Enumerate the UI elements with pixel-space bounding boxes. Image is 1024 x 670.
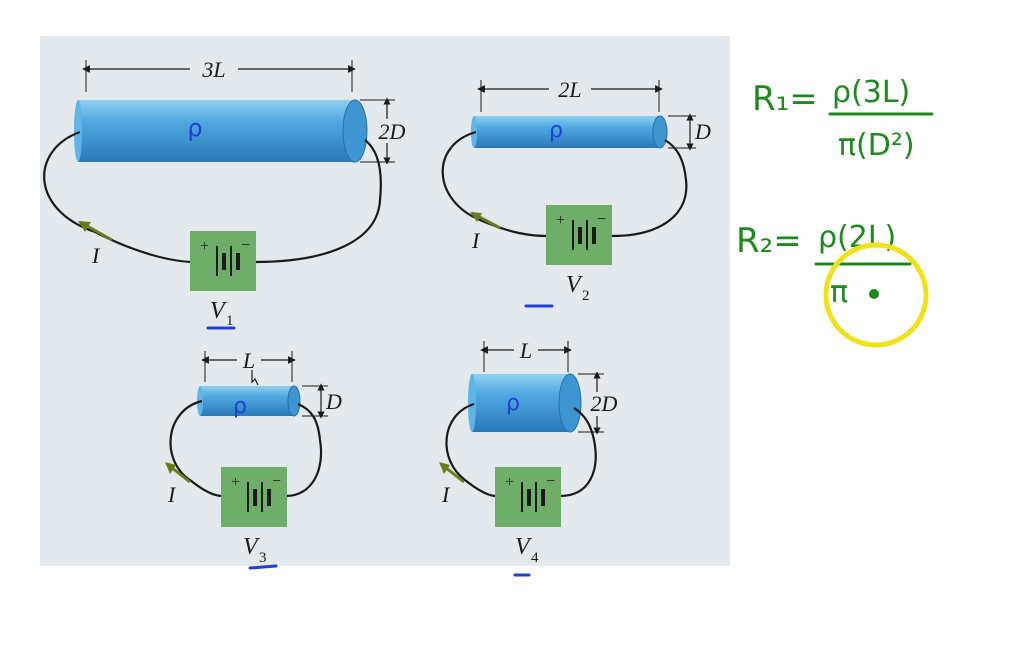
battery-minus: − xyxy=(241,237,250,254)
voltage-label: V xyxy=(515,534,532,560)
left-wire xyxy=(169,399,223,498)
right-wire xyxy=(611,139,688,238)
voltage-label: V xyxy=(243,534,260,560)
battery-minus: − xyxy=(272,473,281,490)
length-label: 2L xyxy=(558,77,581,102)
r1-lhs: R₁= xyxy=(752,79,818,119)
left-wire xyxy=(445,402,497,498)
left-wire xyxy=(441,130,548,238)
resistor-cylinder xyxy=(472,374,570,432)
diameter-label: 2D xyxy=(379,119,406,144)
voltage-label: V xyxy=(210,298,227,324)
circuit-1: 3L ρ 2D I + − V 1 xyxy=(43,57,412,330)
handwritten-notes: R₁= ρ(3L) π(D²) R₂= ρ(2L) π xyxy=(736,75,934,348)
r2-lhs: R₂= xyxy=(736,221,802,261)
pen-highlight-ring xyxy=(823,242,929,348)
current-label: I xyxy=(471,228,481,253)
circuit-2: 2L ρ D I + − V 2 xyxy=(441,77,711,308)
diameter-label: 2D xyxy=(591,391,618,416)
length-label: L xyxy=(242,348,255,373)
voltage-label: V xyxy=(566,272,583,298)
battery-plus: + xyxy=(505,474,514,491)
voltage-subscript: 2 xyxy=(582,288,590,304)
battery-minus: − xyxy=(546,473,555,490)
voltage-subscript: 4 xyxy=(531,550,539,566)
mouse-cursor-icon xyxy=(251,370,259,386)
battery-minus: − xyxy=(597,211,606,228)
battery-plus: + xyxy=(200,238,209,255)
length-label: L xyxy=(519,338,532,363)
ink-underline xyxy=(248,564,278,570)
rho-label: ρ xyxy=(549,118,563,143)
right-wire xyxy=(559,407,597,498)
right-wire xyxy=(285,402,323,498)
diameter-label: D xyxy=(694,119,711,144)
pen-cursor-icon xyxy=(869,289,879,299)
circuit-3: L ρ D I + − V 3 xyxy=(165,348,342,570)
voltage-subscript: 3 xyxy=(259,550,267,566)
r1-numerator: ρ(3L) xyxy=(832,75,910,110)
resistor-cylinder xyxy=(200,386,294,416)
current-label: I xyxy=(167,482,177,507)
resistor-cylinder xyxy=(78,100,355,162)
rho-label: ρ xyxy=(233,394,247,419)
r2-denominator: π xyxy=(830,275,848,310)
left-wire xyxy=(43,130,196,264)
r1-denominator: π(D²) xyxy=(838,128,915,163)
battery-plus: + xyxy=(556,212,565,229)
circuit-4: L ρ 2D I + − V 4 xyxy=(439,338,624,577)
length-label: 3L xyxy=(201,57,225,82)
current-label: I xyxy=(441,482,451,507)
rho-label: ρ xyxy=(187,114,202,142)
battery-plus: + xyxy=(231,474,240,491)
rho-label: ρ xyxy=(506,391,520,416)
right-wire xyxy=(254,139,382,264)
voltage-subscript: 1 xyxy=(226,313,234,329)
current-label: I xyxy=(91,243,101,268)
resistor-cylinder xyxy=(474,116,660,148)
diameter-label: D xyxy=(325,389,342,414)
